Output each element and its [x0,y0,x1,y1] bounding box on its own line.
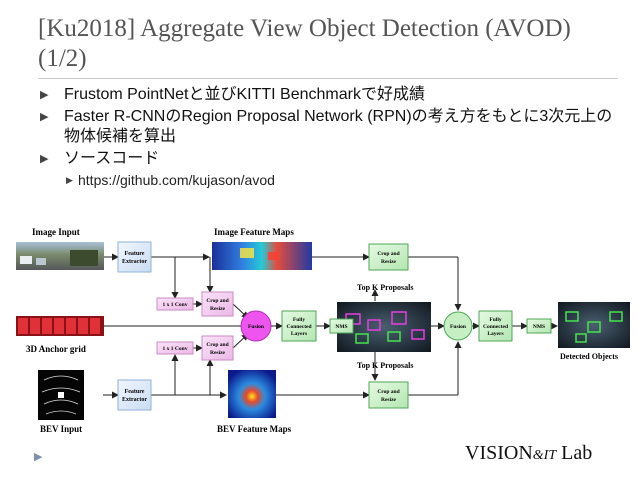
feature-extractor-bottom-box: Feature Extractor [117,379,152,411]
detected-objects-image [558,302,630,348]
lab-logo: VISION&IT Lab [465,442,593,464]
triangle-bullet-icon: ▶ [40,111,49,123]
svg-text:Connected: Connected [483,324,508,330]
detected-objects-label: Detected Objects [560,352,618,361]
svg-text:1 x 1 Conv: 1 x 1 Conv [163,346,188,352]
svg-text:Connected: Connected [286,324,311,330]
anchor-grid-image [16,316,104,336]
bullet-list: ▶Frustom PointNetと並びKITTI Benchmarkで好成績 … [38,85,628,189]
bev-input-image [38,370,84,420]
crop-resize-1-box: Crop and Resize [201,291,234,317]
bev-feature-maps-label: BEV Feature Maps [217,424,292,434]
nms-1-box: NMS [329,318,354,334]
svg-text:Crop and: Crop and [377,389,399,395]
image-feature-maps-label: Image Feature Maps [214,227,294,237]
slide-nav-arrow-icon[interactable]: ▶ [34,451,43,463]
svg-text:NMS: NMS [533,324,545,330]
feature-extractor-top-box: Feature Extractor [117,241,152,273]
fusion-1-node: Fusion [240,310,272,342]
conv-top-box: 1 x 1 Conv [156,297,194,311]
svg-text:Fully: Fully [489,317,501,323]
svg-text:Crop and: Crop and [206,342,228,348]
nms-2-box: NMS [526,318,552,334]
image-input-label: Image Input [32,227,80,237]
svg-text:Extractor: Extractor [122,259,147,265]
svg-text:Layers: Layers [291,331,307,337]
svg-text:Feature: Feature [125,251,145,257]
top-k-upper-label: Top K Proposals [357,283,413,292]
svg-text:Resize: Resize [381,397,397,403]
svg-text:Fully: Fully [293,317,305,323]
triangle-bullet-icon: ▶ [40,89,49,101]
fusion-2-node: Fusion [443,311,473,341]
bullet-item: ▶Faster R-CNNのRegion Proposal Network (R… [40,108,613,145]
conv-bottom-box: 1 x 1 Conv [156,341,194,355]
image-input-photo [16,242,104,270]
crop-resize-4-box: Crop and Resize [368,381,409,409]
svg-text:Extractor: Extractor [122,397,147,403]
fcl-1-box: Fully Connected Layers [281,310,317,342]
svg-text:1 x 1 Conv: 1 x 1 Conv [163,302,188,308]
slide-title: [Ku2018] Aggregate View Object Detection… [38,15,571,72]
svg-text:Layers: Layers [487,331,503,337]
title-divider [38,78,618,79]
svg-text:Crop and: Crop and [206,298,228,304]
svg-text:Fusion: Fusion [450,324,466,330]
anchor-grid-label: 3D Anchor grid [26,344,86,354]
crop-resize-2-box: Crop and Resize [201,335,234,361]
triangle-bullet-icon: ▶ [40,153,49,165]
svg-text:Crop and: Crop and [377,251,399,257]
bev-feature-maps-visual [228,370,276,418]
bullet-item: ▶ソースコード [40,150,160,167]
svg-text:Feature: Feature [125,389,145,395]
crop-resize-3-box: Crop and Resize [368,243,409,271]
top-k-lower-label: Top K Proposals [357,361,413,370]
bullet-item: ▶Frustom PointNetと並びKITTI Benchmarkで好成績 [40,86,425,103]
sub-bullet-link[interactable]: ▶https://github.com/kujason/avod [66,172,275,188]
bev-input-label: BEV Input [40,424,82,434]
svg-text:Fusion: Fusion [248,324,264,330]
svg-text:Resize: Resize [381,259,397,265]
image-feature-maps-visual [212,242,312,270]
fcl-2-box: Fully Connected Layers [478,310,513,342]
triangle-bullet-icon: ▶ [66,175,73,185]
svg-text:NMS: NMS [335,324,347,330]
svg-text:Resize: Resize [210,306,226,312]
svg-text:Resize: Resize [210,350,226,356]
